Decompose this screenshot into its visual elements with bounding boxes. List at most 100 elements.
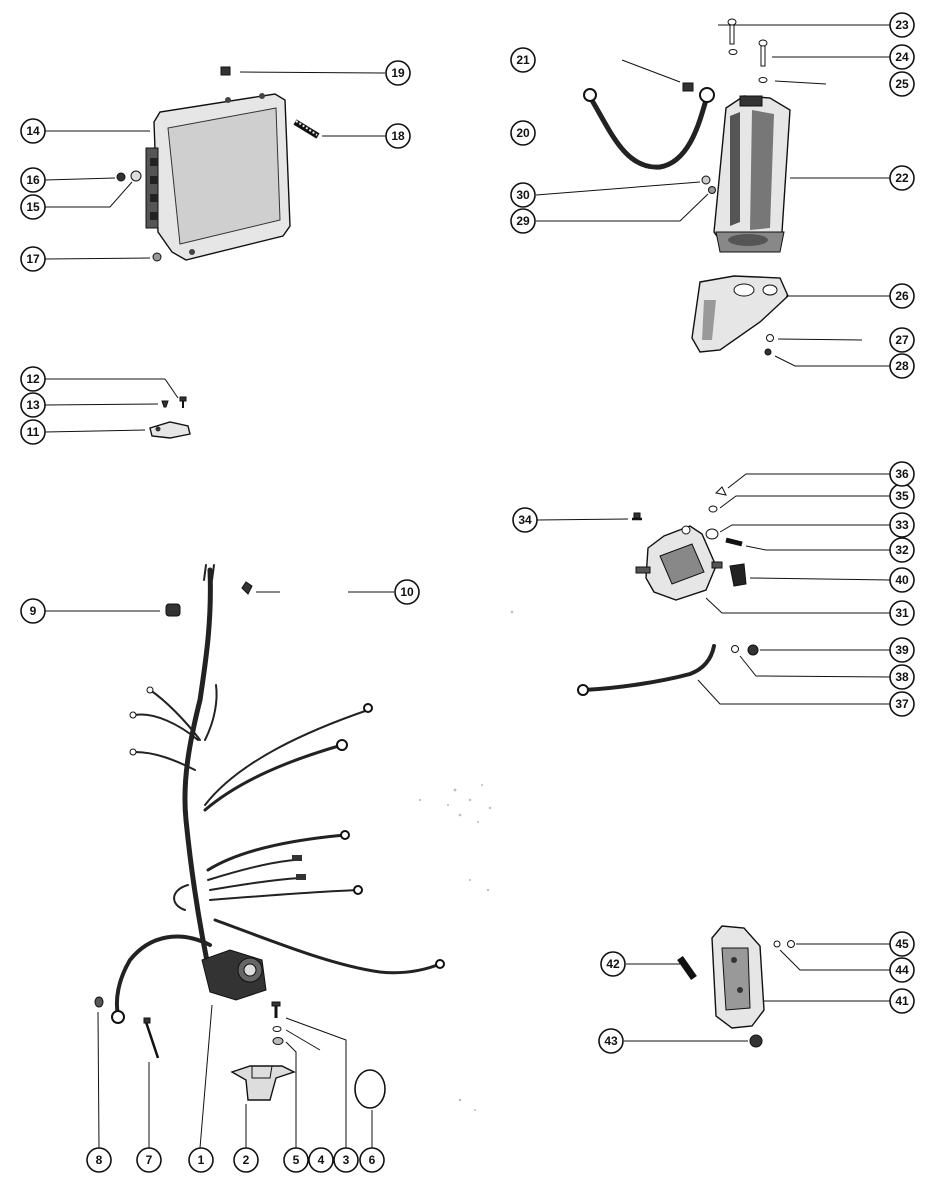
rubber-boot — [729, 563, 747, 587]
sensor-screw — [179, 396, 187, 408]
svg-text:30: 30 — [516, 188, 530, 202]
callout-21: 21 — [510, 47, 536, 73]
solenoid-bolt — [725, 537, 743, 547]
callout-2: 2 — [233, 1147, 259, 1173]
ignition-module-bolt — [293, 119, 320, 139]
svg-text:39: 39 — [895, 643, 909, 657]
svg-text:24: 24 — [895, 50, 909, 64]
svg-text:2: 2 — [243, 1153, 250, 1167]
callout-45: 45 — [889, 931, 915, 957]
svg-text:33: 33 — [895, 518, 909, 532]
svg-text:17: 17 — [26, 252, 40, 266]
callout-14: 14 — [20, 118, 46, 144]
bracket-nut — [727, 18, 737, 45]
svg-text:6: 6 — [369, 1153, 376, 1167]
callout-18: 18 — [385, 123, 411, 149]
harness-o-ring — [354, 1069, 386, 1109]
rectifier-bolt — [677, 955, 697, 981]
callout-36: 36 — [889, 461, 915, 487]
callout-42: 42 — [600, 951, 626, 977]
callout-13: 13 — [20, 392, 46, 418]
callout-43: 43 — [598, 1028, 624, 1054]
harness-bolt — [271, 1001, 281, 1018]
callout-9: 9 — [20, 598, 46, 624]
svg-text:1: 1 — [198, 1153, 205, 1167]
svg-text:11: 11 — [27, 425, 40, 439]
callout-19: 19 — [385, 60, 411, 86]
svg-text:8: 8 — [96, 1153, 103, 1167]
callout-35: 35 — [889, 483, 915, 509]
ground-nut — [747, 644, 759, 656]
callout-26: 26 — [889, 283, 915, 309]
svg-text:12: 12 — [26, 372, 40, 386]
callout-12: 12 — [20, 366, 46, 392]
rectifier-washer — [773, 940, 781, 948]
harness-screw — [143, 1017, 160, 1059]
callout-23: 23 — [889, 12, 915, 38]
svg-text:42: 42 — [606, 957, 620, 971]
callout-7: 7 — [136, 1147, 162, 1173]
svg-text:25: 25 — [895, 77, 909, 91]
svg-text:21: 21 — [516, 53, 530, 67]
leader-lines — [44, 24, 891, 1149]
svg-text:35: 35 — [895, 489, 909, 503]
callout-38: 38 — [889, 664, 915, 690]
wiring-harness — [111, 564, 445, 1024]
svg-text:22: 22 — [895, 171, 909, 185]
callout-11: 11 — [20, 419, 46, 445]
callout-40: 40 — [889, 567, 915, 593]
svg-text:44: 44 — [895, 963, 909, 977]
svg-text:32: 32 — [895, 543, 909, 557]
callout-37: 37 — [889, 691, 915, 717]
solenoid — [635, 525, 723, 601]
callout-32: 32 — [889, 537, 915, 563]
svg-text:23: 23 — [895, 18, 909, 32]
harness-clip — [94, 996, 104, 1008]
svg-text:40: 40 — [895, 573, 909, 587]
callout-5: 5 — [283, 1147, 309, 1173]
starter-cable — [583, 87, 715, 170]
svg-text:15: 15 — [26, 200, 40, 214]
harness-washer — [272, 1026, 282, 1032]
harness-nut — [272, 1037, 284, 1045]
svg-text:14: 14 — [26, 124, 40, 138]
svg-text:36: 36 — [895, 467, 909, 481]
callout-25: 25 — [889, 71, 915, 97]
svg-text:41: 41 — [895, 994, 909, 1008]
svg-text:13: 13 — [26, 398, 40, 412]
solenoid-washer — [708, 505, 718, 513]
callout-3: 3 — [333, 1147, 359, 1173]
rectifier-screw — [787, 940, 795, 948]
callout-30: 30 — [510, 182, 536, 208]
svg-text:3: 3 — [343, 1153, 350, 1167]
rectifier-nut — [749, 1034, 763, 1048]
starter-nut — [758, 39, 768, 67]
svg-text:34: 34 — [518, 513, 532, 527]
svg-text:10: 10 — [400, 585, 414, 599]
callout-22: 22 — [889, 165, 915, 191]
svg-text:28: 28 — [895, 359, 909, 373]
svg-text:4: 4 — [318, 1153, 325, 1167]
starter-washer-2 — [764, 348, 772, 356]
callout-41: 41 — [889, 988, 915, 1014]
callout-34: 34 — [512, 507, 538, 533]
starter-lock-washer — [758, 77, 768, 83]
svg-text:9: 9 — [30, 604, 37, 618]
callout-44: 44 — [889, 957, 915, 983]
callout-39: 39 — [889, 637, 915, 663]
solenoid-mount-screw — [632, 512, 642, 521]
callout-28: 28 — [889, 353, 915, 379]
svg-text:43: 43 — [604, 1034, 618, 1048]
callout-33: 33 — [889, 512, 915, 538]
starter-nut-2 — [766, 334, 774, 342]
starter-washer — [701, 175, 711, 185]
sensor-bracket — [149, 421, 191, 439]
svg-text:37: 37 — [895, 697, 909, 711]
starter-motor — [713, 95, 791, 253]
svg-text:20: 20 — [516, 126, 530, 140]
harness-grommet — [241, 581, 253, 595]
ignition-module-screw — [116, 172, 126, 182]
callout-10: 10 — [394, 579, 420, 605]
ignition-module — [145, 93, 291, 261]
